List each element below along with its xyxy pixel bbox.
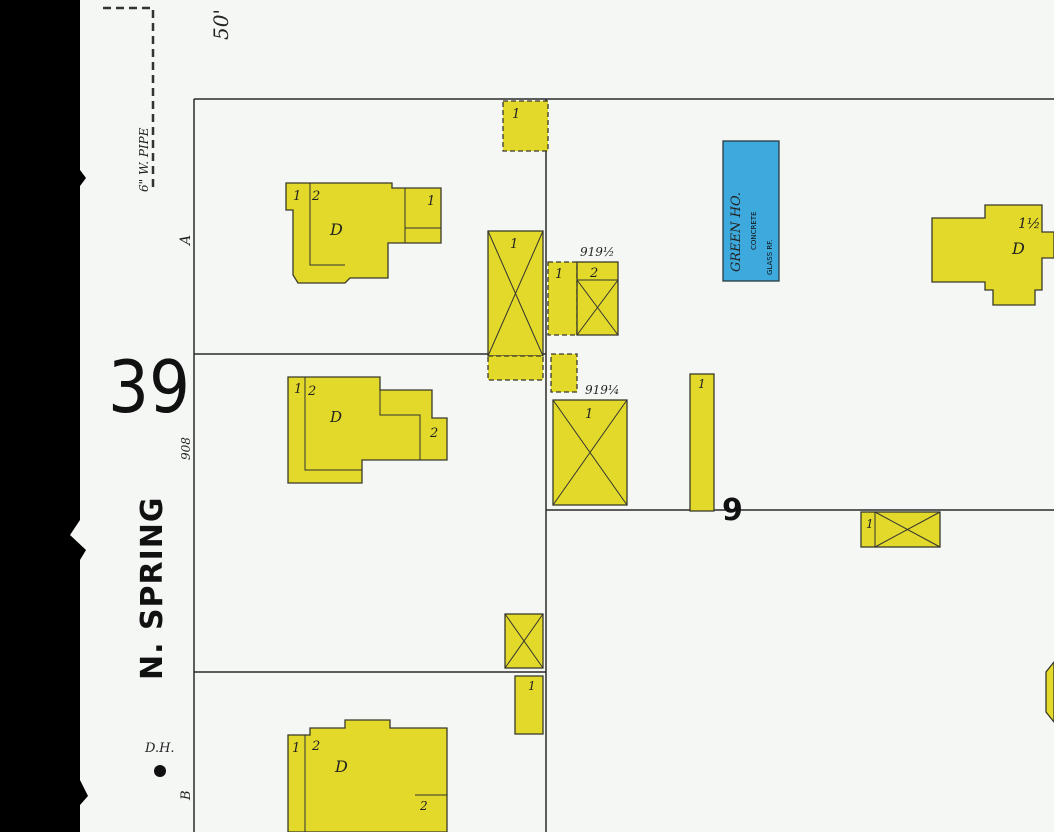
svg-text:2: 2 xyxy=(307,384,316,399)
shed-lower-right: 1 xyxy=(860,511,941,548)
house-number-908: 908 xyxy=(179,437,193,460)
pipe-label: 6" W. PIPE xyxy=(137,127,151,192)
scan-edge xyxy=(0,0,88,832)
svg-text:1: 1 xyxy=(555,267,563,282)
svg-text:1: 1 xyxy=(292,741,300,756)
greenhouse-concrete: GREEN HO. CONCRETE GLASS RF. xyxy=(722,140,780,282)
svg-text:1: 1 xyxy=(866,517,874,531)
svg-text:GLASS RF.: GLASS RF. xyxy=(766,240,774,275)
svg-text:1: 1 xyxy=(512,107,520,122)
shed-large: 1 xyxy=(487,230,544,381)
svg-text:1: 1 xyxy=(510,237,518,252)
svg-text:2: 2 xyxy=(311,189,320,204)
block-outlines xyxy=(193,98,1054,832)
svg-text:1: 1 xyxy=(698,377,706,391)
dwelling-3: 1 2 D 2 xyxy=(287,719,448,832)
svg-text:1: 1 xyxy=(293,189,301,204)
building-partial-right xyxy=(1045,660,1054,724)
svg-text:1: 1 xyxy=(427,194,435,209)
svg-text:D: D xyxy=(334,757,348,776)
svg-text:1: 1 xyxy=(585,407,593,422)
water-pipe-line xyxy=(103,6,155,190)
lot-label-a: A xyxy=(178,235,194,247)
svg-text:2: 2 xyxy=(311,739,320,754)
svg-text:CONCRETE: CONCRETE xyxy=(750,211,758,250)
address-919b: 919¼ xyxy=(585,383,620,397)
block-number: 39 xyxy=(108,345,190,429)
dwelling-1: 1 2 D 1 xyxy=(285,182,442,284)
svg-text:GREEN HO.: GREEN HO. xyxy=(729,192,744,272)
svg-text:D: D xyxy=(329,408,342,426)
outbuilding-1: 1 xyxy=(502,100,549,152)
hydrant-label: D.H. xyxy=(144,741,175,756)
hydrant-icon xyxy=(154,765,166,777)
outbuilding-919a: 1 2 xyxy=(547,261,619,336)
outbuilding-narrow: 1 xyxy=(689,373,715,512)
svg-text:D: D xyxy=(329,220,343,239)
street-name: N. SPRING xyxy=(135,496,170,680)
section-number: 9 xyxy=(722,493,743,528)
outbuilding-pair: 1 xyxy=(504,613,544,735)
svg-text:2: 2 xyxy=(419,799,428,813)
dwelling-4: 1½ D xyxy=(931,204,1054,306)
width-label: 50' xyxy=(209,9,233,40)
svg-text:1: 1 xyxy=(528,679,536,693)
svg-text:2: 2 xyxy=(589,266,598,281)
svg-text:D: D xyxy=(1011,239,1025,258)
address-919a: 919½ xyxy=(580,245,615,259)
outbuilding-small xyxy=(550,353,578,393)
dwelling-2: 1 2 D 2 xyxy=(287,376,448,484)
svg-text:2: 2 xyxy=(429,426,438,441)
svg-text:1: 1 xyxy=(294,382,302,397)
svg-text:1½: 1½ xyxy=(1018,216,1040,232)
lot-label-b: B xyxy=(179,790,194,801)
shed-919b: 1 xyxy=(552,399,628,506)
